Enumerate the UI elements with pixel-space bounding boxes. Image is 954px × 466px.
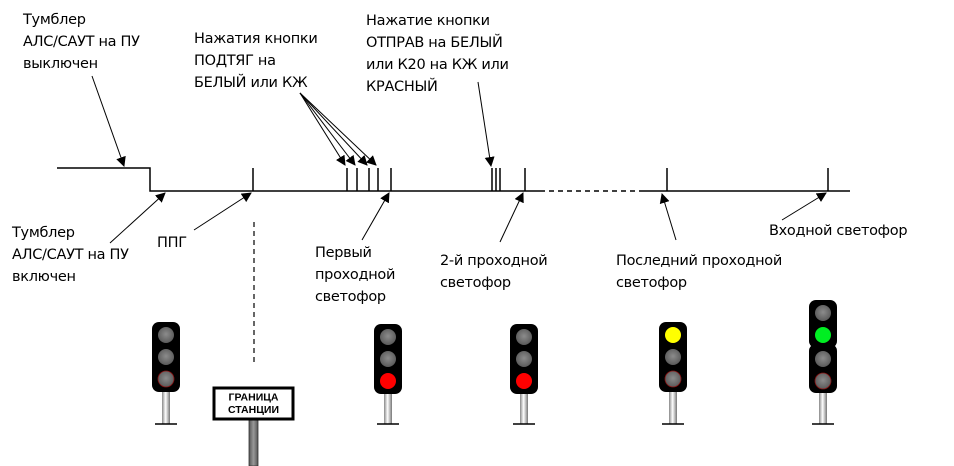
signal-lamp-off <box>516 351 532 367</box>
entry-signal <box>809 300 837 425</box>
arrow-entry-signal <box>781 192 827 221</box>
boundary-sign-line2: СТАНЦИИ <box>228 404 279 416</box>
signal-pole <box>819 393 827 424</box>
signal-lamp-off <box>815 351 831 367</box>
label-switch-off: Тумблер АЛС/САУТ на ПУ выключен <box>23 12 140 72</box>
label-entry-signal: Входной светофор <box>769 223 908 239</box>
arrow-podtyag-4 <box>299 92 377 166</box>
label-otprav: Нажатие кнопки ОТПРАВ на БЕЛЫЙ или К20 н… <box>366 13 509 95</box>
signal-lamp-off <box>158 327 174 343</box>
second-block-signal <box>510 324 538 425</box>
signal-lamp-off <box>380 351 396 367</box>
signal-lamp-green <box>815 327 831 343</box>
arrow-podtyag-1 <box>299 92 346 166</box>
label-last-signal: Последний проходной светофор <box>616 253 783 291</box>
arrow-last-signal <box>659 193 677 241</box>
arrow-podtyag-3 <box>299 92 368 166</box>
signal-lamp-off <box>158 349 174 365</box>
arrow-otprav <box>477 81 495 167</box>
signal-lamp-off <box>516 329 532 345</box>
last-block-signal <box>659 322 687 425</box>
arrow-podtyag-2 <box>299 92 356 166</box>
signal-pole <box>162 392 170 424</box>
signal-pole <box>669 392 677 424</box>
boundary-sign-board <box>212 386 295 421</box>
arrow-switch-on <box>109 192 166 244</box>
arrow-second-signal <box>499 192 524 243</box>
arrow-switch-off <box>91 75 126 167</box>
signal-lamp-off <box>380 329 396 345</box>
signal-pole <box>520 394 528 424</box>
signal-lamp-red <box>380 373 396 389</box>
label-ppg: ППГ <box>157 235 187 251</box>
label-second-signal: 2-й проходной светофор <box>440 253 548 291</box>
boundary-sign-post <box>248 417 259 466</box>
first-block-signal <box>374 324 402 425</box>
timeline <box>57 167 850 362</box>
arrow-first-signal <box>361 192 390 241</box>
station-boundary-sign: ГРАНИЦА СТАНЦИИ <box>212 386 295 466</box>
signal-lamp-dim-red <box>664 370 682 388</box>
signal-lamp-yellow <box>665 327 681 343</box>
arrows <box>91 75 827 244</box>
switch-state-line <box>57 167 540 192</box>
label-first-signal: Первый проходной светофор <box>315 245 396 305</box>
label-podtyag: Нажатия кнопки ПОДТЯГ на БЕЛЫЙ или КЖ <box>194 31 318 91</box>
boundary-sign-line1: ГРАНИЦА <box>229 392 279 404</box>
signal-lamp-off <box>815 305 831 321</box>
signal-lamp-red <box>516 373 532 389</box>
signal-pole <box>384 394 392 424</box>
signal-lamp-off <box>665 349 681 365</box>
signal-lamp-dim-red <box>814 372 832 390</box>
arrow-ppg <box>193 192 252 231</box>
signal-lamp-dim-red <box>157 370 175 388</box>
signal-before-ppg <box>152 322 180 425</box>
label-switch-on: Тумблер АЛС/САУТ на ПУ включен <box>12 225 129 285</box>
signals-group <box>152 300 837 425</box>
